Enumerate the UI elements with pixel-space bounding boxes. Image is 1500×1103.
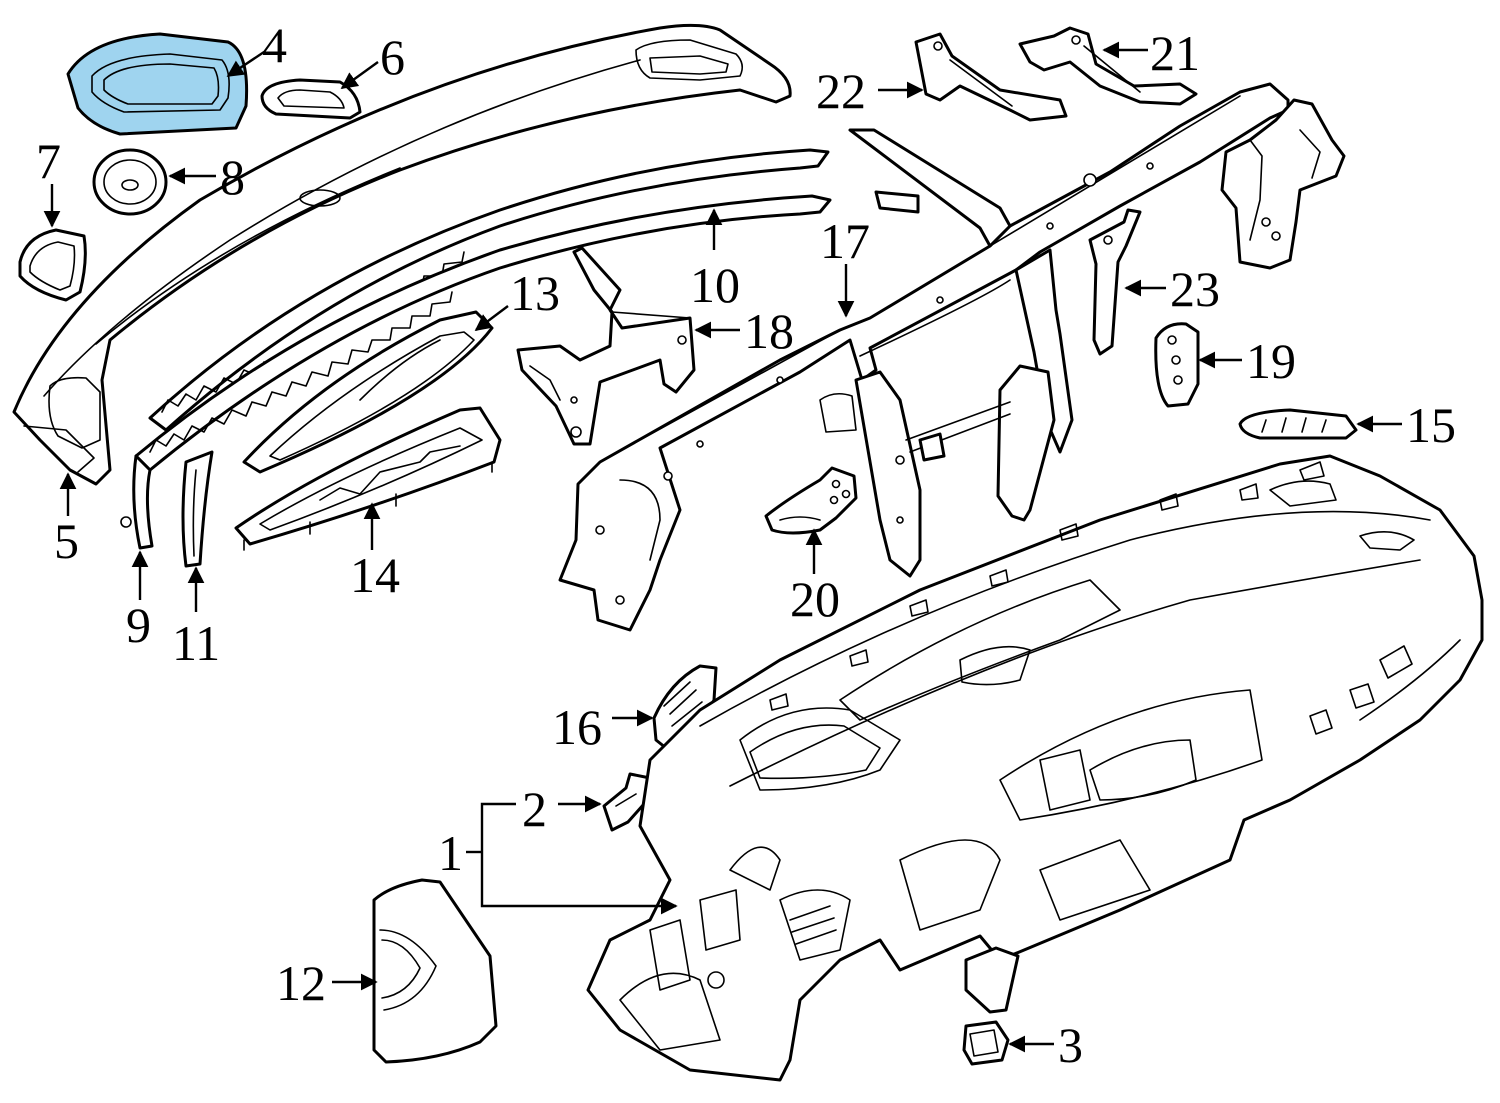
callout-7: 7 bbox=[36, 133, 61, 189]
callout-22: 22 bbox=[816, 63, 866, 119]
part-6-trim-cap[interactable] bbox=[260, 78, 362, 120]
callout-6: 6 bbox=[380, 29, 405, 85]
part-23-bracket[interactable] bbox=[1088, 208, 1142, 356]
callout-13: 13 bbox=[510, 265, 560, 321]
callout-11: 11 bbox=[172, 615, 220, 671]
part-8-speaker-cover[interactable] bbox=[92, 148, 168, 216]
callout-3: 3 bbox=[1058, 1017, 1083, 1073]
part-14-vent-panel[interactable] bbox=[234, 406, 502, 551]
callout-18: 18 bbox=[744, 303, 794, 359]
leader-lines bbox=[43, 41, 1402, 1053]
part-11-pillar-trim[interactable] bbox=[181, 450, 214, 568]
part-22-bracket[interactable] bbox=[914, 32, 1068, 122]
part-1-instrument-panel[interactable] bbox=[586, 454, 1484, 1082]
part-10-trim-strips[interactable] bbox=[134, 148, 832, 472]
callout-20: 20 bbox=[790, 571, 840, 627]
part-7-end-cap[interactable] bbox=[18, 228, 87, 302]
callout-1: 1 bbox=[438, 825, 463, 881]
callout-19: 19 bbox=[1246, 333, 1296, 389]
callout-17: 17 bbox=[820, 213, 870, 269]
leader-1 bbox=[480, 802, 678, 915]
callout-14: 14 bbox=[350, 547, 400, 603]
callout-2: 2 bbox=[522, 781, 547, 837]
callout-12: 12 bbox=[276, 955, 326, 1011]
part-21-bracket[interactable] bbox=[1018, 26, 1198, 106]
leader-6 bbox=[340, 61, 379, 89]
part-upper-dash-pad[interactable] bbox=[12, 23, 792, 486]
part-20-bracket[interactable] bbox=[764, 466, 858, 535]
callout-9: 9 bbox=[126, 597, 151, 653]
part-19-switch-cover[interactable] bbox=[1154, 322, 1200, 408]
part-4-cluster-hood[interactable] bbox=[66, 32, 249, 136]
callout-4: 4 bbox=[262, 17, 287, 73]
part-15-vent[interactable] bbox=[1238, 408, 1358, 440]
callout-23: 23 bbox=[1170, 261, 1220, 317]
callout-8: 8 bbox=[220, 149, 245, 205]
callout-labels: 4 6 7 8 5 9 11 10 13 14 18 17 22 21 23 1… bbox=[36, 17, 1456, 1073]
callout-21: 21 bbox=[1150, 25, 1200, 81]
part-17-cross-car-beam[interactable] bbox=[558, 82, 1346, 632]
part-12-end-cap[interactable] bbox=[372, 878, 498, 1064]
leader-13 bbox=[474, 305, 509, 332]
part-9-pillar-trim[interactable] bbox=[120, 454, 154, 550]
callout-15: 15 bbox=[1406, 397, 1456, 453]
part-18-bracket[interactable] bbox=[516, 246, 696, 446]
leader-4 bbox=[226, 51, 265, 77]
callout-16: 16 bbox=[552, 699, 602, 755]
callout-10: 10 bbox=[690, 257, 740, 313]
callout-5: 5 bbox=[54, 513, 79, 569]
